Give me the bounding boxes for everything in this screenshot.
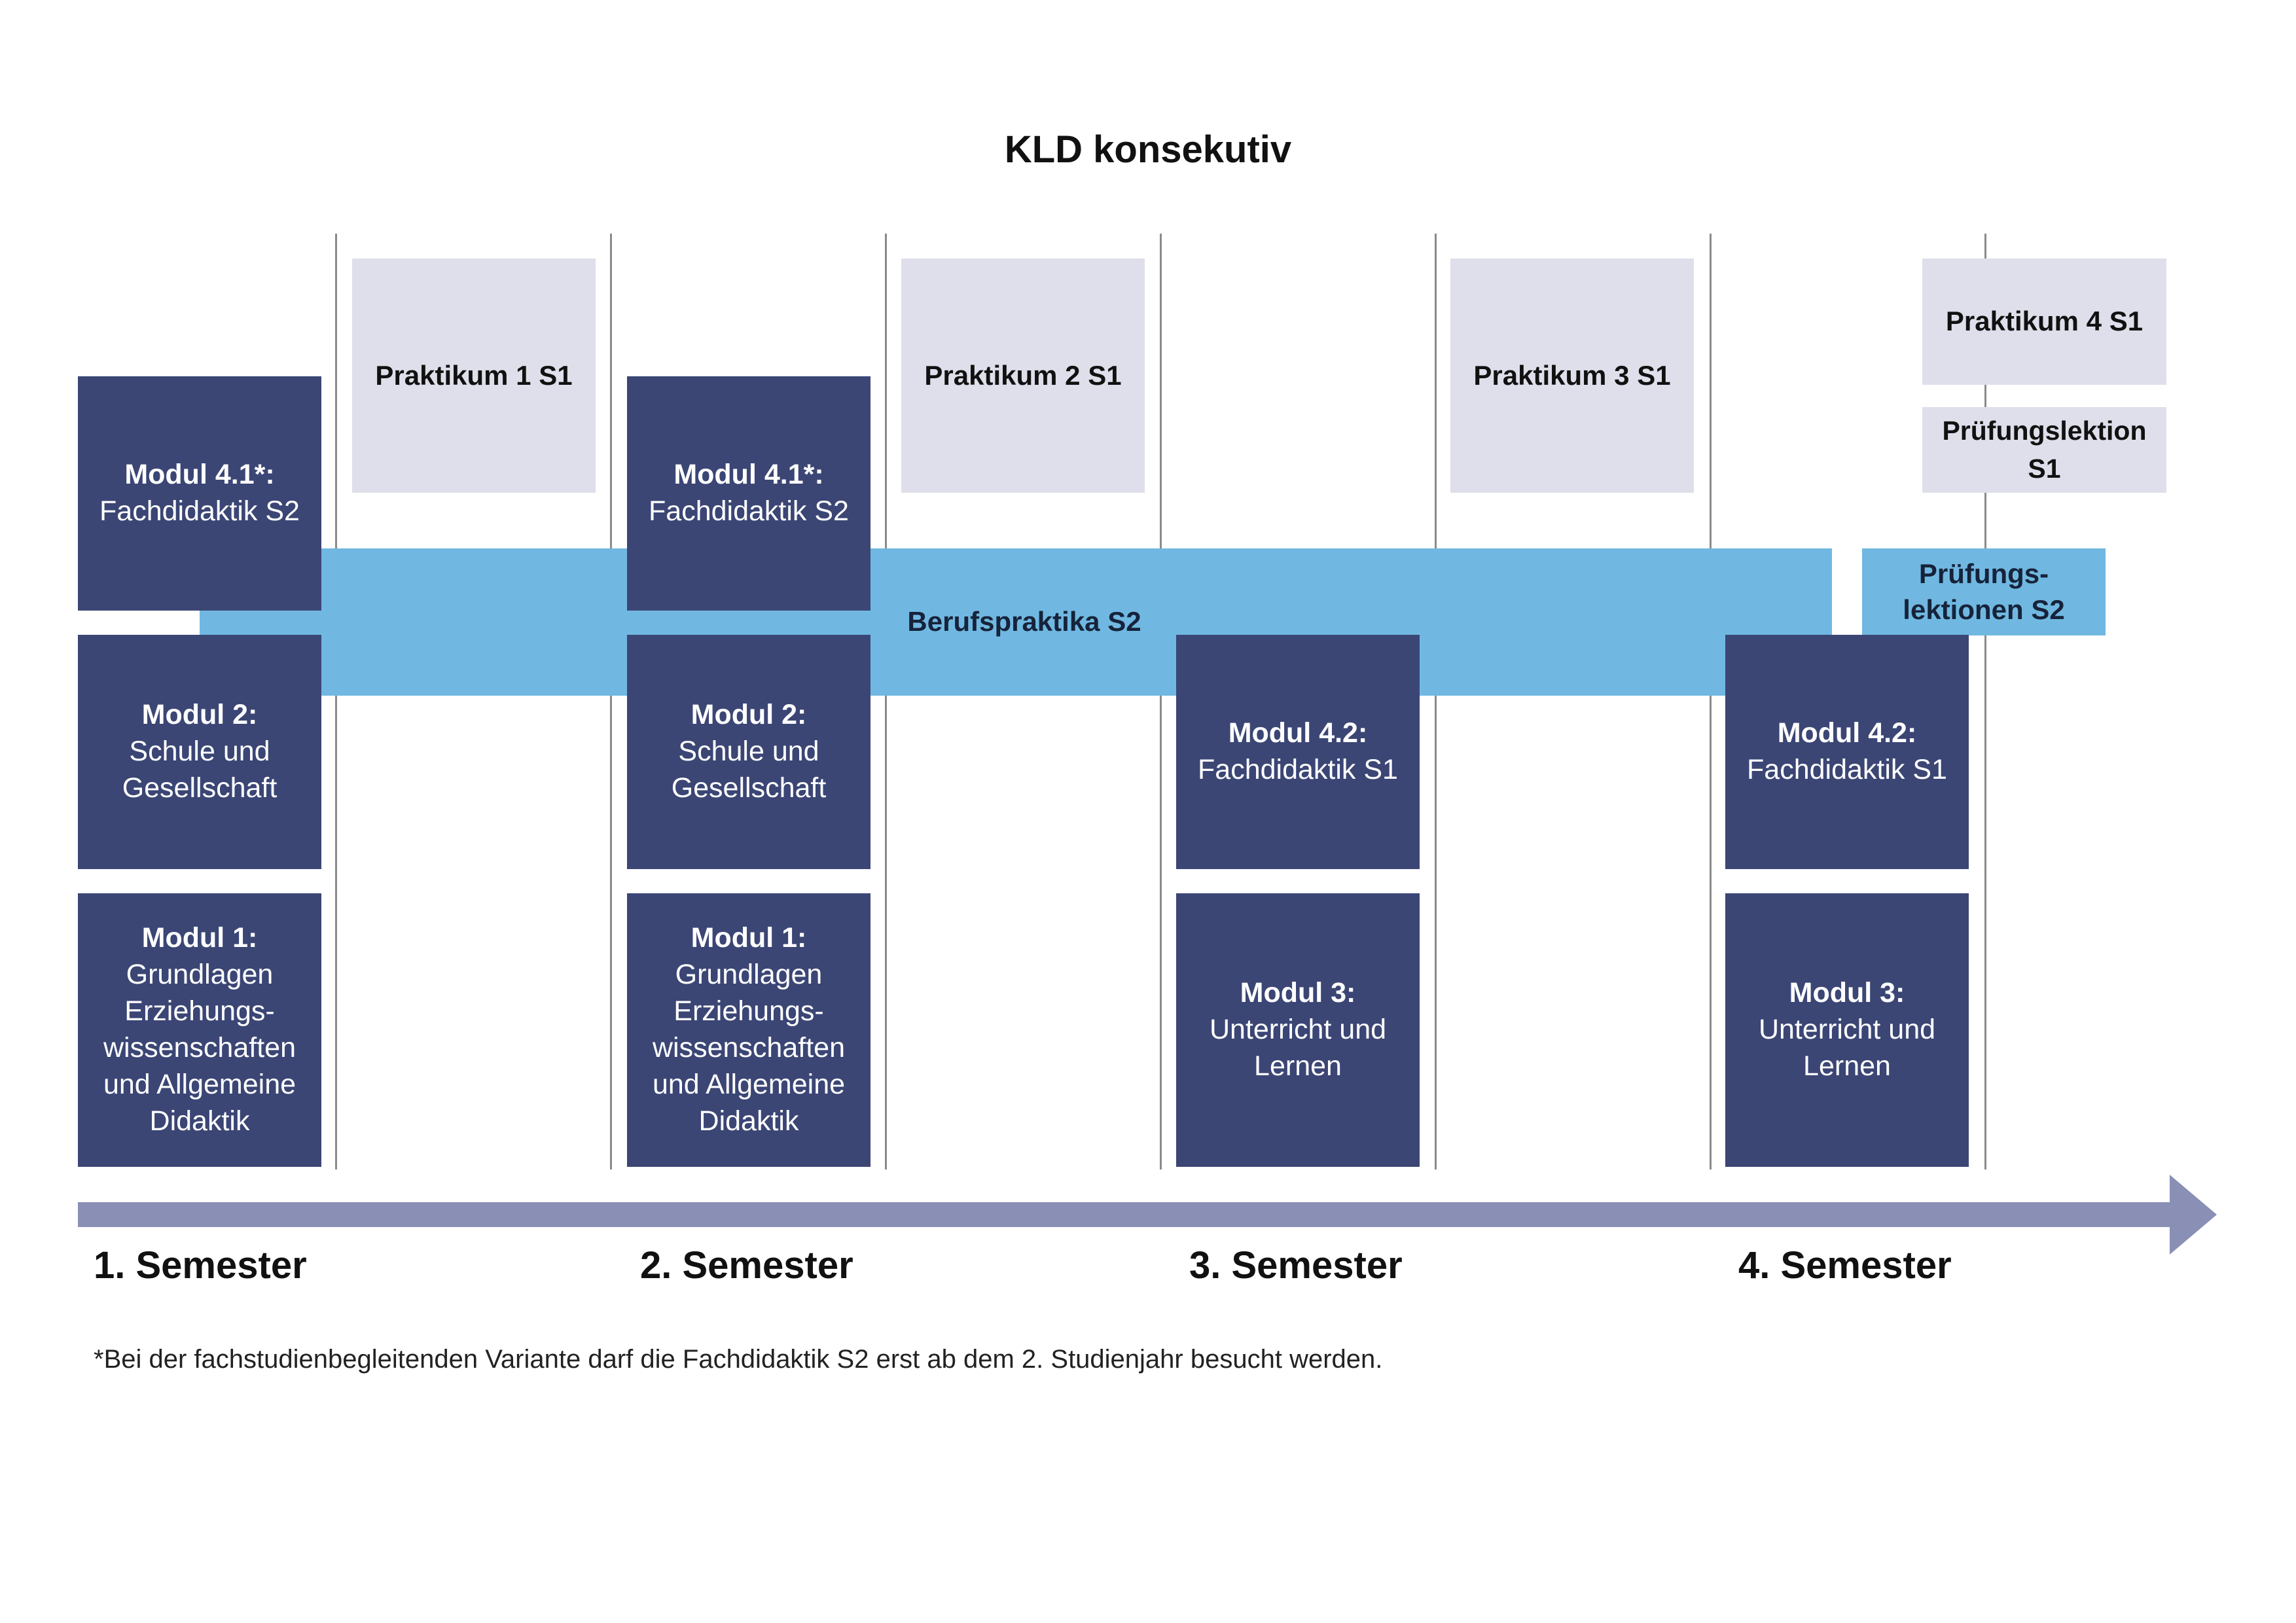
praktikum-4-box: Praktikum 4 S1 bbox=[1922, 259, 2166, 385]
modul-1-semester-1: Modul 1: Grundlagen Erziehungs-wissensch… bbox=[78, 893, 321, 1167]
module-sub: Schule und Gesellschaft bbox=[122, 736, 278, 804]
praktikum-3-box: Praktikum 3 S1 bbox=[1450, 259, 1694, 493]
praktikum-4-label: Praktikum 4 S1 bbox=[1945, 306, 2144, 337]
semester-4-label: 4. Semester bbox=[1738, 1244, 1952, 1287]
divider-line bbox=[1984, 234, 1986, 1169]
module-head: Modul 4.2: bbox=[1228, 717, 1368, 749]
modul-4-1-semester-1: Modul 4.1*: Fachdidaktik S2 bbox=[78, 376, 321, 611]
divider-line bbox=[335, 234, 337, 1169]
divider-line bbox=[610, 234, 612, 1169]
divider-line bbox=[1710, 234, 1712, 1169]
module-sub: Grundlagen Erziehungs-wissenschaften und… bbox=[103, 959, 296, 1137]
footnote: *Bei der fachstudienbegleitenden Variant… bbox=[94, 1345, 1383, 1374]
modul-2-semester-2: Modul 2: Schule und Gesellschaft bbox=[627, 635, 870, 869]
module-head: Modul 4.1*: bbox=[124, 459, 275, 491]
module-head: Modul 4.2: bbox=[1777, 717, 1917, 749]
modul-1-semester-2: Modul 1: Grundlagen Erziehungs-wissensch… bbox=[627, 893, 870, 1167]
module-sub: Unterricht und Lernen bbox=[1758, 1014, 1936, 1082]
divider-line bbox=[1435, 234, 1437, 1169]
modul-2-semester-1: Modul 2: Schule und Gesellschaft bbox=[78, 635, 321, 869]
berufspraktika-label-text: Berufspraktika S2 bbox=[907, 605, 1141, 637]
praktikum-3-label: Praktikum 3 S1 bbox=[1473, 359, 1671, 391]
praktikum-1-box: Praktikum 1 S1 bbox=[352, 259, 596, 493]
berufspraktika-label: Berufspraktika S2 bbox=[870, 576, 1178, 668]
berufspraktika-band bbox=[200, 548, 1832, 696]
praktikum-2-label: Praktikum 2 S1 bbox=[924, 359, 1122, 391]
pruefungslektionen-s2-box: Prüfungs- lektionen S2 bbox=[1862, 548, 2106, 635]
modul-4-2-semester-3: Modul 4.2: Fachdidaktik S1 bbox=[1176, 635, 1420, 869]
pruefungslektion-s1-box: Prüfungslektion S1 bbox=[1922, 407, 2166, 493]
pruefungslektion-s1-label: Prüfungslektion S1 bbox=[1942, 416, 2147, 484]
modul-3-semester-3: Modul 3: Unterricht und Lernen bbox=[1176, 893, 1420, 1167]
module-head: Modul 3: bbox=[1789, 977, 1905, 1009]
divider-line bbox=[885, 234, 887, 1169]
module-sub: Grundlagen Erziehungs-wissenschaften und… bbox=[652, 959, 846, 1137]
pruefungslektionen-s2-text: Prüfungs- lektionen S2 bbox=[1903, 558, 2065, 625]
module-head: Modul 4.1*: bbox=[673, 459, 824, 491]
semester-1-label: 1. Semester bbox=[94, 1244, 307, 1287]
module-head: Modul 3: bbox=[1240, 977, 1356, 1009]
semester-3-label: 3. Semester bbox=[1189, 1244, 1403, 1287]
module-sub: Fachdidaktik S1 bbox=[1747, 754, 1947, 785]
modul-4-1-semester-2: Modul 4.1*: Fachdidaktik S2 bbox=[627, 376, 870, 611]
timeline-arrow bbox=[78, 1202, 2172, 1227]
semester-2-label: 2. Semester bbox=[640, 1244, 853, 1287]
modul-4-2-semester-4: Modul 4.2: Fachdidaktik S1 bbox=[1725, 635, 1969, 869]
praktikum-2-box: Praktikum 2 S1 bbox=[901, 259, 1145, 493]
module-head: Modul 2: bbox=[691, 699, 807, 731]
module-sub: Fachdidaktik S1 bbox=[1198, 754, 1398, 785]
diagram-title: KLD konsekutiv bbox=[1004, 128, 1292, 171]
module-head: Modul 1: bbox=[691, 922, 807, 954]
module-sub: Schule und Gesellschaft bbox=[671, 736, 827, 804]
module-head: Modul 2: bbox=[141, 699, 258, 731]
module-sub: Unterricht und Lernen bbox=[1209, 1014, 1387, 1082]
divider-line bbox=[1160, 234, 1162, 1169]
module-head: Modul 1: bbox=[141, 922, 258, 954]
module-sub: Fachdidaktik S2 bbox=[649, 495, 849, 527]
arrow-head-icon bbox=[2170, 1175, 2217, 1255]
praktikum-1-label: Praktikum 1 S1 bbox=[375, 359, 573, 391]
module-sub: Fachdidaktik S2 bbox=[99, 495, 300, 527]
modul-3-semester-4: Modul 3: Unterricht und Lernen bbox=[1725, 893, 1969, 1167]
